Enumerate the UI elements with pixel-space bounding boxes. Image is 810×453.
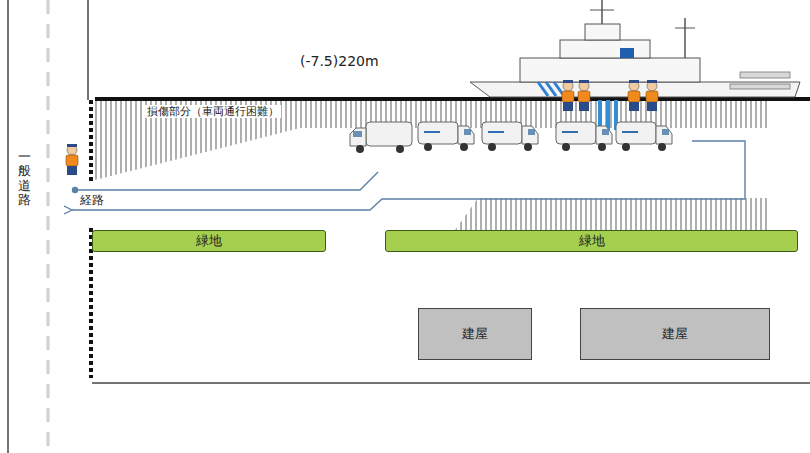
- green-area: 緑地: [92, 230, 326, 252]
- tank-truck: [556, 122, 612, 151]
- workers: [66, 80, 658, 175]
- area-name: 緑地: [196, 232, 222, 250]
- area-name: 建屋: [462, 325, 488, 343]
- green-area: 緑地: [385, 230, 798, 252]
- worker: [646, 80, 658, 111]
- patrol-ship: [470, 0, 800, 97]
- tank-truck: [418, 122, 474, 151]
- road-name: 一般道路: [18, 150, 31, 207]
- tank-truck: [350, 122, 412, 153]
- damaged-area-note: 損傷部分（車両通行困難）: [145, 105, 281, 118]
- berth-depth-length: (-7.5)220m: [300, 53, 379, 69]
- building: 建屋: [580, 308, 770, 360]
- tank-truck: [482, 122, 538, 151]
- route-lines: [72, 141, 745, 210]
- building: 建屋: [418, 308, 532, 360]
- route-label: 経路: [78, 193, 106, 207]
- area-name: 建屋: [662, 325, 688, 343]
- worker: [562, 80, 574, 111]
- worker: [66, 144, 78, 175]
- tank-trucks: [350, 122, 672, 153]
- tank-truck: [616, 122, 672, 151]
- area-name: 緑地: [579, 232, 605, 250]
- worker: [628, 80, 640, 111]
- worker: [578, 80, 590, 111]
